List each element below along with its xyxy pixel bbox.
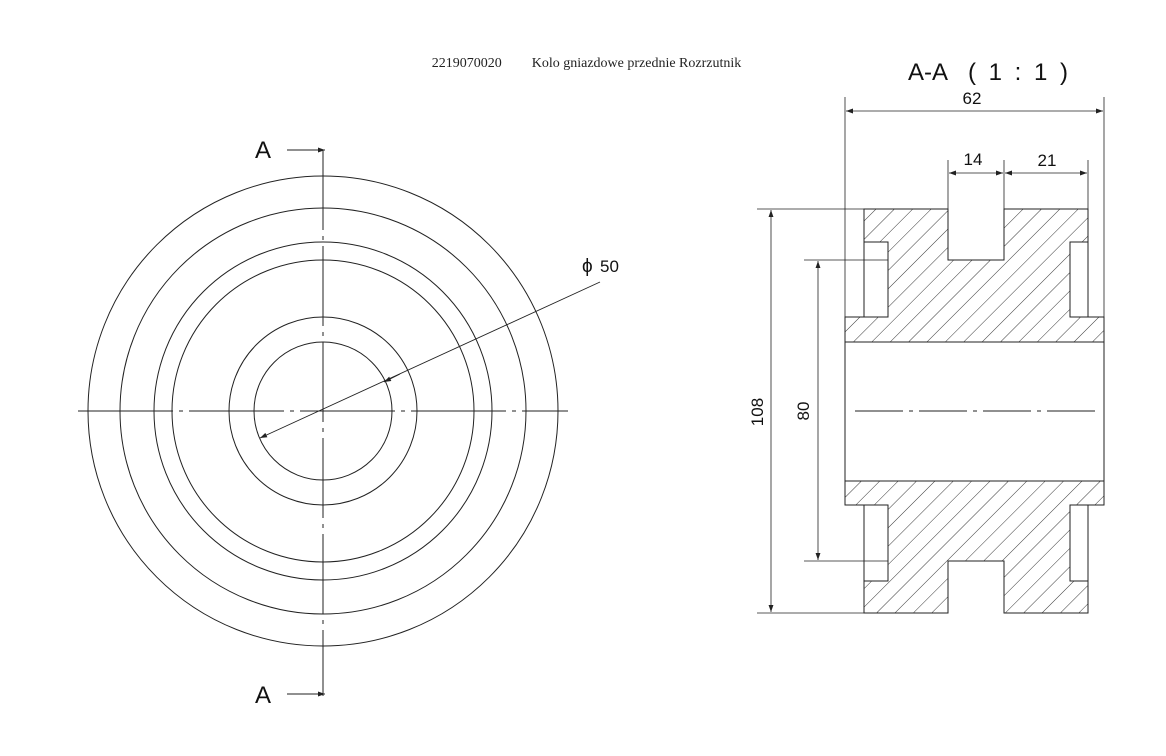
diameter-leader-arrow xyxy=(383,373,401,383)
diameter-symbol: ϕ xyxy=(582,256,593,277)
diameter-value: 50 xyxy=(600,257,619,276)
front-view: A A ϕ 50 xyxy=(78,137,619,709)
section-view: A-A ( 1 : 1 ) 62 14 21 108 xyxy=(748,59,1105,614)
dim-inner-height: 80 xyxy=(794,402,813,421)
dim-right-land: 21 xyxy=(1038,151,1057,170)
section-mark-top: A xyxy=(255,137,271,164)
section-title: A-A xyxy=(908,59,948,86)
drawing-header: 2219070020 Kolo gniazdowe przednie Rozrzu… xyxy=(0,40,1166,72)
section-mark-bottom: A xyxy=(255,682,271,709)
upper-right-recess xyxy=(1069,241,1089,318)
dim-outer-height: 108 xyxy=(748,398,767,426)
part-name: Kolo gniazdowe przednie Rozrzutnik xyxy=(531,56,742,71)
upper-left-recess xyxy=(863,241,889,318)
dim-overall-width: 62 xyxy=(963,89,982,108)
diameter-leader xyxy=(259,281,601,439)
lower-right-recess xyxy=(1069,504,1089,582)
dim-groove-width: 14 xyxy=(964,150,983,169)
section-scale: ( 1 : 1 ) xyxy=(968,59,1071,86)
lower-left-recess xyxy=(863,504,889,582)
part-number: 2219070020 xyxy=(431,56,502,71)
